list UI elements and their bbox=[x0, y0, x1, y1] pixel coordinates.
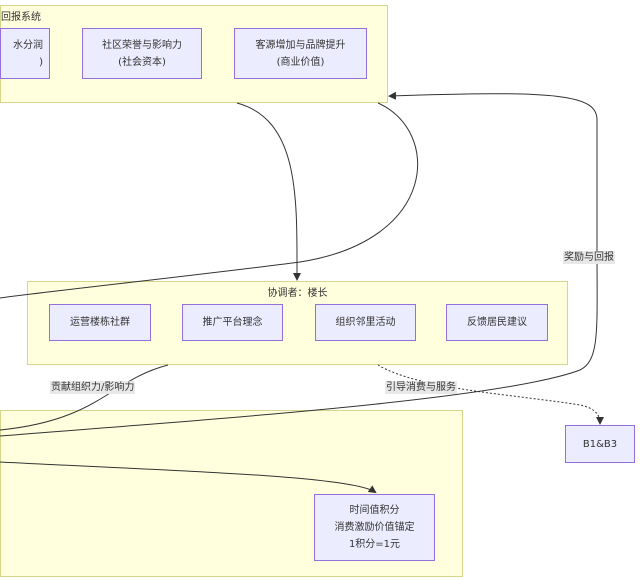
edge-label-guide: 引导消费与服务 bbox=[385, 381, 457, 394]
edge-contribute bbox=[0, 364, 169, 431]
node-honor[interactable]: 社区荣誉与影响力 (社会资本) bbox=[82, 28, 202, 79]
node-text: B1&B3 bbox=[582, 438, 618, 450]
node-organize[interactable]: 组织邻里活动 bbox=[315, 304, 416, 341]
node-operate[interactable]: 运营楼栋社群 bbox=[49, 304, 151, 341]
node-text: 组织邻里活动 bbox=[335, 317, 396, 328]
coordinator-title: 协调者：楼长 bbox=[267, 288, 328, 299]
node-points[interactable]: 时间值积分 消费激励价值锚定 1积分=1元 bbox=[314, 494, 435, 561]
node-text: (商业价值) bbox=[276, 56, 325, 68]
reward-system-title: 回报系统 bbox=[1, 12, 41, 23]
node-text: 消费激励价值锚定 bbox=[334, 522, 415, 533]
node-text: 客源增加与品牌提升 bbox=[255, 39, 346, 51]
node-profit-share[interactable]: 水分润 ) bbox=[0, 28, 50, 79]
node-text: 时间值积分 bbox=[349, 505, 400, 516]
edge-customers-loop bbox=[0, 102, 419, 299]
node-text: 水分润 bbox=[13, 39, 43, 51]
node-text: ) bbox=[39, 56, 43, 68]
node-text: 运营楼栋社群 bbox=[70, 317, 130, 328]
node-customers[interactable]: 客源增加与品牌提升 (商业价值) bbox=[234, 28, 367, 79]
edge-to-points bbox=[0, 461, 377, 494]
node-text: 反馈居民建议 bbox=[467, 317, 527, 328]
node-text: 1积分=1元 bbox=[348, 539, 401, 550]
node-b1b3[interactable]: B1&B3 bbox=[565, 425, 635, 463]
node-text: (社会资本) bbox=[118, 56, 166, 68]
node-text: 社区荣誉与影响力 bbox=[102, 39, 182, 51]
node-promote[interactable]: 推广平台理念 bbox=[182, 304, 283, 341]
node-feedback[interactable]: 反馈居民建议 bbox=[446, 304, 548, 341]
edge-label-reward: 奖励与回报 bbox=[563, 251, 615, 264]
edge-honor-to-coordinator bbox=[236, 102, 302, 281]
edge-label-contribute: 贡献组织力/影响力 bbox=[50, 381, 136, 394]
edge-reward bbox=[0, 91, 598, 437]
node-text: 推广平台理念 bbox=[202, 317, 263, 328]
edge-guide bbox=[377, 364, 604, 425]
